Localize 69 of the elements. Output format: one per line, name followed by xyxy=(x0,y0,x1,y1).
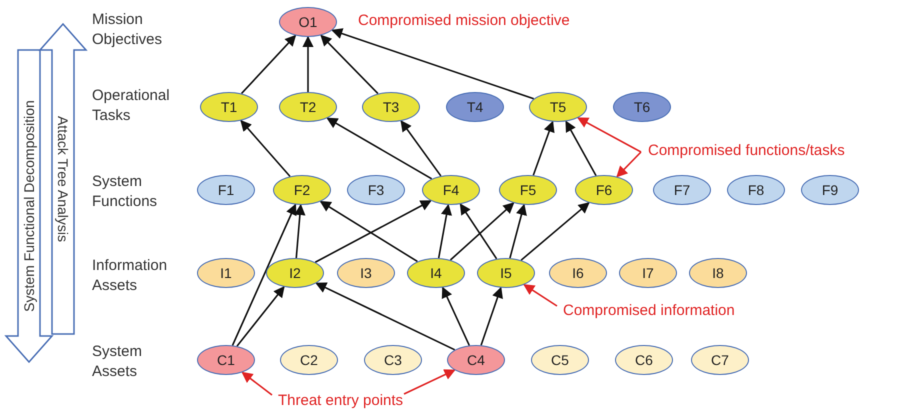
ellipse-node: F6 xyxy=(575,175,633,205)
arrow xyxy=(326,118,432,180)
arrow xyxy=(331,28,534,100)
arrow xyxy=(460,203,498,260)
ellipse-node: F3 xyxy=(347,175,405,205)
ellipse-node: C6 xyxy=(615,345,673,375)
ellipse-node: T1 xyxy=(200,92,258,122)
arrow xyxy=(509,204,527,258)
arrow xyxy=(404,369,456,395)
ellipse-node: C2 xyxy=(280,345,338,375)
arrow xyxy=(236,286,285,347)
arrow xyxy=(565,120,597,176)
annotation: Compromised functions/tasks xyxy=(648,142,845,159)
arrow xyxy=(400,120,442,176)
ellipse-node: O1 xyxy=(279,7,337,37)
arrow xyxy=(438,204,452,258)
ellipse-node: F9 xyxy=(801,175,859,205)
arrow xyxy=(523,284,558,307)
ellipse-node: T5 xyxy=(529,92,587,122)
arrow xyxy=(532,120,554,176)
ellipse-node: T6 xyxy=(613,92,671,122)
ellipse-node: C1 xyxy=(197,345,255,375)
arrow xyxy=(240,34,296,94)
arrow xyxy=(302,36,314,92)
ellipse-node: I3 xyxy=(337,258,395,288)
annotation: Compromised information xyxy=(563,302,735,319)
arrow xyxy=(314,200,432,263)
ellipse-node: F5 xyxy=(499,175,557,205)
arrow xyxy=(232,204,296,346)
arrow xyxy=(450,202,514,261)
arrow xyxy=(294,204,306,258)
ellipse-node: F1 xyxy=(197,175,255,205)
ellipse-node: C5 xyxy=(531,345,589,375)
ellipse-node: T2 xyxy=(279,92,337,122)
ellipse-node: F4 xyxy=(422,175,480,205)
ellipse-node: I2 xyxy=(266,258,324,288)
ellipse-node: I7 xyxy=(619,258,677,288)
row-label: Operational Tasks xyxy=(92,86,171,126)
ellipse-node: C4 xyxy=(447,345,505,375)
ellipse-node: F8 xyxy=(727,175,785,205)
ellipse-node: F7 xyxy=(653,175,711,205)
arrow xyxy=(577,117,642,153)
annotation: Threat entry points xyxy=(278,392,404,409)
row-label: System Functions xyxy=(92,172,158,212)
arrow xyxy=(616,151,642,178)
block-arrow-label: Attack Tree Analysis xyxy=(55,116,71,242)
ellipse-node: I5 xyxy=(477,258,535,288)
ellipse-node: I1 xyxy=(197,258,255,288)
arrow xyxy=(480,286,503,346)
ellipse-node: C7 xyxy=(691,345,749,375)
ellipse-node: I4 xyxy=(407,258,465,288)
row-label: Mission Objectives xyxy=(92,10,164,50)
arrow xyxy=(320,200,418,262)
row-label: Information Assets xyxy=(92,256,168,296)
row-label: System Assets xyxy=(92,342,144,382)
ellipse-node: I8 xyxy=(689,258,747,288)
arrow xyxy=(320,34,378,94)
arrow xyxy=(315,282,456,351)
ellipse-node: T3 xyxy=(362,92,420,122)
arrow xyxy=(241,372,272,396)
ellipse-node: T4 xyxy=(446,92,504,122)
block-arrow-label: System Functional Decomposition xyxy=(21,100,37,312)
ellipse-node: F2 xyxy=(273,175,331,205)
ellipse-node: I6 xyxy=(549,258,607,288)
annotation: Compromised mission objective xyxy=(358,12,570,29)
arrow xyxy=(240,120,291,177)
ellipse-node: C3 xyxy=(364,345,422,375)
arrow xyxy=(442,286,470,346)
arrow xyxy=(520,202,590,261)
